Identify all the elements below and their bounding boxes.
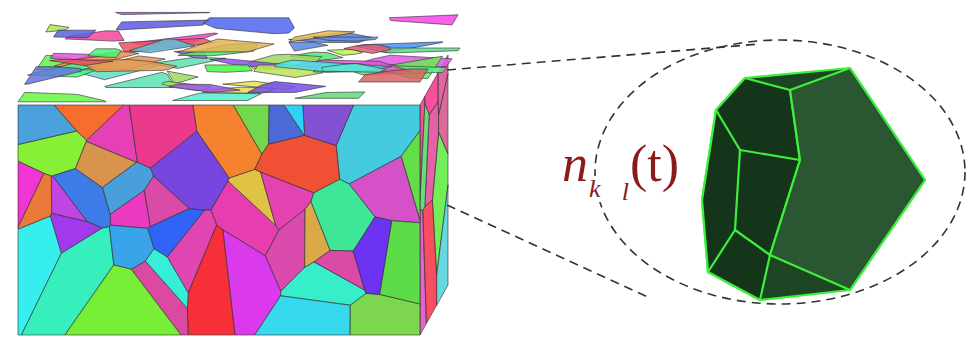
grain-cell xyxy=(169,84,240,92)
grain-cell xyxy=(187,225,235,335)
grain-cell xyxy=(54,105,123,140)
grain-cell xyxy=(144,176,189,226)
grain-body xyxy=(702,68,925,300)
grain-cell xyxy=(116,20,209,30)
grain-cell xyxy=(18,173,52,229)
grain-cell xyxy=(303,105,354,146)
grain-cell xyxy=(51,176,87,222)
grain-cell xyxy=(439,74,449,154)
subscript-index: k⃗ xyxy=(589,176,621,202)
grain-cell xyxy=(269,105,305,144)
grain-cell xyxy=(313,37,378,41)
grain-cell xyxy=(129,39,195,53)
grain-cell xyxy=(420,103,429,210)
grain-cell xyxy=(353,217,392,295)
grain-cell xyxy=(203,18,294,34)
variable-symbol: n xyxy=(562,138,588,190)
grain-cell xyxy=(255,296,350,335)
grain-cell xyxy=(248,82,326,93)
subscript-index: l xyxy=(622,179,629,205)
grain-cell xyxy=(145,249,188,309)
zoom-lines xyxy=(447,40,965,304)
grain-edge xyxy=(740,150,800,160)
grain-cell xyxy=(18,93,106,102)
grain-edge xyxy=(708,110,740,272)
grain-cell xyxy=(50,59,113,65)
grain-cell xyxy=(88,49,122,58)
grain-face xyxy=(702,78,800,300)
grain-cell xyxy=(423,200,437,324)
zoom-line xyxy=(447,205,650,298)
zoom-line xyxy=(447,44,760,70)
grain-cell xyxy=(25,67,82,85)
grain-face xyxy=(770,68,925,290)
grain-block xyxy=(18,12,460,335)
grain-cell xyxy=(275,60,392,72)
grain-edge xyxy=(735,230,770,255)
grain-cell xyxy=(173,93,262,101)
grain-cell xyxy=(344,44,391,53)
grain-cell xyxy=(205,65,253,73)
grain-cell xyxy=(389,15,458,25)
zoom-ellipse xyxy=(595,40,965,304)
grain-cell xyxy=(289,42,328,51)
grain-cell xyxy=(261,172,314,230)
grain-cell xyxy=(437,185,448,305)
grain-cell xyxy=(116,12,210,14)
grain-cell xyxy=(295,92,365,98)
time-argument: (t) xyxy=(630,138,679,190)
grain-cell xyxy=(129,105,197,168)
grain-cell xyxy=(54,30,96,38)
grain-cell xyxy=(284,105,305,135)
single-grain xyxy=(702,68,925,300)
grain-cell xyxy=(233,105,269,154)
grain-cell xyxy=(322,63,387,72)
